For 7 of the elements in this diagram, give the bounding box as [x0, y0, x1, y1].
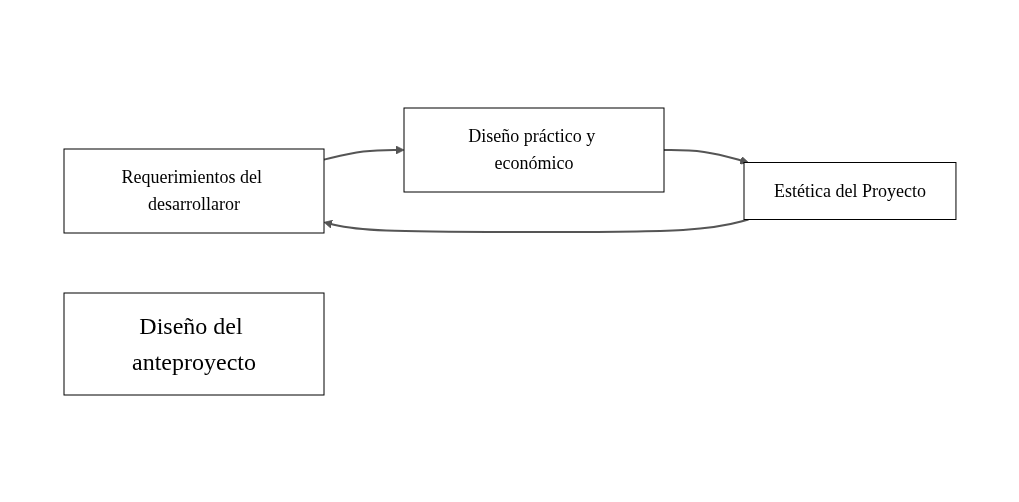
node-box: Requerimientos del desarrollaror — [63, 148, 324, 233]
arrow — [322, 145, 404, 161]
node-box: Diseño del anteproyecto — [63, 292, 324, 395]
node-box: Estética del Proyecto — [743, 161, 956, 220]
arrow — [662, 148, 749, 165]
node-box: Diseño práctico y económico — [403, 107, 664, 192]
arrow — [323, 218, 749, 233]
